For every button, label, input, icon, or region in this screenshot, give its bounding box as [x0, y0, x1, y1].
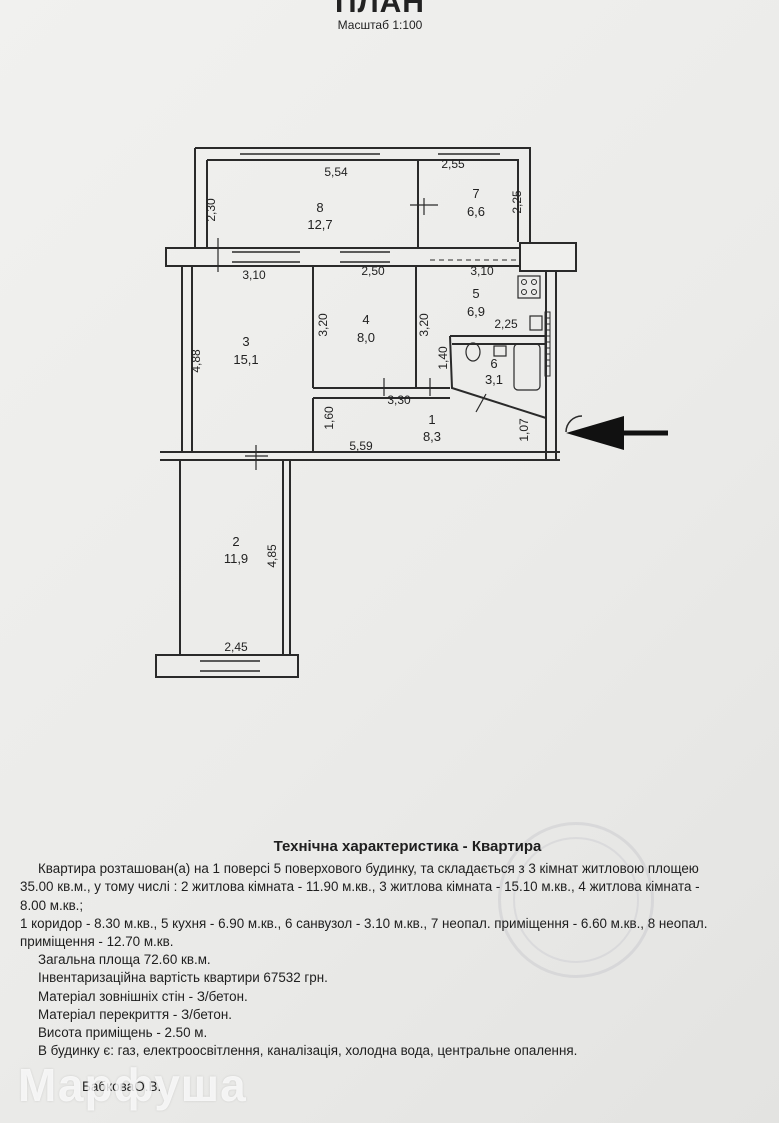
watermark: Марфуша	[18, 1059, 247, 1111]
balcony-walls	[194, 147, 531, 248]
dim-3-20-left: 3,20	[316, 313, 330, 337]
tech-line-1: Квартира розташован(а) на 1 поверсі 5 по…	[38, 861, 699, 877]
room-7-area: 6,6	[467, 204, 485, 219]
tech-line-5: приміщення - 12.70 м.кв.	[20, 934, 174, 950]
dim-3-10-right: 3,10	[470, 264, 494, 278]
room-2-number: 2	[232, 534, 239, 549]
tech-ceiling-material: Матеріал перекриття - З/бетон.	[38, 1006, 232, 1022]
room-6-area: 3,1	[485, 372, 503, 387]
dim-2-50: 2,50	[361, 264, 385, 278]
tech-title: Технічна характеристика - Квартира	[273, 838, 542, 855]
dim-2-30: 2,30	[204, 198, 218, 222]
room-7-number: 7	[472, 186, 479, 201]
tech-wall-material: Матеріал зовнішніх стін - З/бетон.	[38, 988, 248, 1004]
dim-2-55: 2,55	[441, 157, 465, 171]
toilet-icon	[465, 342, 481, 362]
dim-4-85: 4,85	[265, 544, 279, 568]
room-8-area: 12,7	[307, 217, 332, 232]
bathtub-icon	[513, 343, 541, 391]
floor-plan: 8 12,7 7 6,6 3 15,1 4 8,0 5 6,9 6 3,1 1 …	[155, 147, 668, 678]
entrance-arrow-icon	[566, 416, 668, 450]
dim-1-07: 1,07	[517, 418, 531, 442]
kitchen-corner	[519, 242, 577, 272]
room-3-number: 3	[242, 334, 249, 349]
room-3-area: 15,1	[233, 352, 258, 367]
room-4-area: 8,0	[357, 330, 375, 345]
dim-2-25-horizontal: 2,25	[494, 317, 518, 331]
room-1-area: 8,3	[423, 429, 441, 444]
tech-total-area: Загальна площа 72.60 кв.м.	[38, 952, 211, 968]
room2-bottom-wall	[155, 654, 299, 678]
stove-icon	[517, 275, 541, 299]
tech-line-4: 1 коридор - 8.30 м.кв., 5 кухня - 6.90 м…	[20, 915, 708, 931]
sink-icon	[529, 315, 543, 331]
room-1-number: 1	[428, 412, 435, 427]
tech-line-2: 35.00 кв.м., у тому числі : 2 житлова кі…	[20, 879, 700, 895]
dim-3-30: 3,30	[387, 393, 411, 407]
room-6-number: 6	[490, 356, 497, 371]
signer-name: БабковаО.В.	[82, 1079, 162, 1094]
dim-2-45: 2,45	[224, 640, 248, 654]
dim-4-88: 4,88	[189, 349, 203, 373]
dim-1-40: 1,40	[436, 346, 450, 370]
dim-5-59: 5,59	[349, 439, 373, 453]
entrance-door-swing	[565, 415, 583, 433]
dim-5-54: 5,54	[324, 165, 348, 179]
dim-3-10-left: 3,10	[242, 268, 266, 282]
room-5-area: 6,9	[467, 304, 485, 319]
tech-line-3: 8.00 м.кв.;	[20, 897, 84, 913]
washbasin-icon	[493, 345, 507, 357]
tech-room-height: Висота приміщень - 2.50 м.	[38, 1025, 208, 1041]
tech-inventory-cost: Інвентаризаційна вартість квартири 67532…	[38, 970, 328, 986]
dim-3-20-right: 3,20	[417, 313, 431, 337]
dim-1-60: 1,60	[322, 406, 336, 430]
room-2-area: 11,9	[224, 551, 248, 566]
dim-2-25-vertical: 2,25	[510, 190, 524, 214]
technical-characteristics: Технічна характеристика - Квартира Кварт…	[20, 838, 765, 1060]
radiator-icon	[544, 311, 551, 377]
plan-scale: Масштаб 1:100	[337, 18, 423, 32]
room-5-number: 5	[472, 286, 479, 301]
plan-title: ПЛАН	[335, 0, 425, 19]
bathroom-walls	[449, 335, 547, 419]
room-4-number: 4	[362, 312, 369, 327]
room-8-number: 8	[316, 200, 323, 215]
tech-utilities: В будинку є: газ, електроосвітлення, кан…	[38, 1043, 578, 1059]
